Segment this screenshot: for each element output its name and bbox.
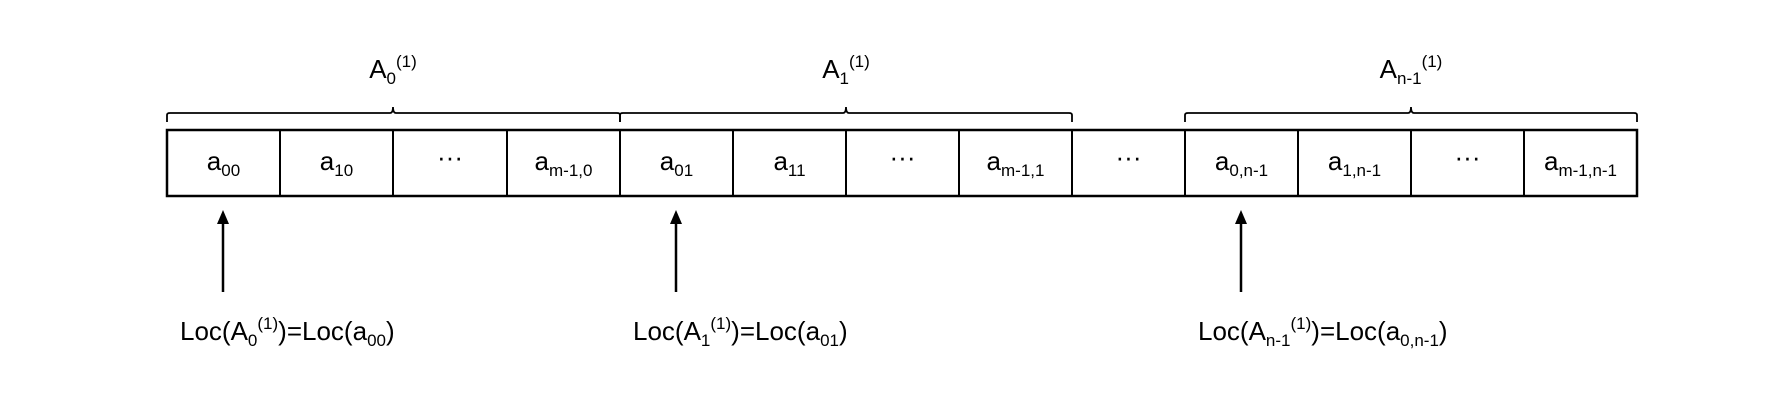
- cell-sub: 0,n-1: [1229, 161, 1269, 180]
- loc-label-0: Loc(A0(1))=Loc(a00): [180, 314, 395, 351]
- cell-base: a: [1327, 146, 1343, 176]
- group-label-sub: 1: [839, 69, 850, 88]
- cell-sub: m-1,1: [1001, 161, 1045, 180]
- cell-base: ···: [1115, 142, 1142, 172]
- brace-group-n-1: [1184, 106, 1638, 122]
- cell-11: ···: [1411, 142, 1524, 173]
- cell-base: a: [1214, 146, 1230, 176]
- group-label-1: A1(1): [796, 52, 896, 89]
- cell-sub: 00: [221, 161, 241, 180]
- loc-a-sup: (1): [710, 314, 732, 333]
- loc-label-1: Loc(A1(1))=Loc(a01): [633, 314, 848, 351]
- loc-a-sub: n-1: [1265, 331, 1291, 350]
- group-label-0: A0(1): [343, 52, 443, 89]
- cell-sub: 1,n-1: [1342, 161, 1382, 180]
- cell-base: ···: [889, 142, 916, 172]
- loc-label-n-1: Loc(An-1(1))=Loc(a0,n-1): [1198, 314, 1448, 351]
- group-label-n-1: An-1(1): [1351, 52, 1471, 89]
- brace-group-0: [166, 106, 621, 122]
- loc-suffix: ): [838, 316, 848, 346]
- cell-base: a: [773, 146, 788, 176]
- brace-group-1: [619, 106, 1073, 122]
- cell-dividers: [279, 130, 1525, 196]
- group-label-sup: (1): [849, 52, 870, 71]
- cell-base: a: [319, 146, 335, 176]
- cell-base: a: [659, 146, 675, 176]
- group-label-sub: n-1: [1396, 69, 1422, 88]
- cell-sub: 01: [674, 161, 694, 180]
- group-label-base: A: [822, 54, 840, 84]
- group-label-sup: (1): [396, 52, 417, 71]
- loc-b-sub: 00: [367, 331, 386, 350]
- loc-mid: )=Loc(a: [731, 316, 821, 346]
- cell-7: am-1,1: [959, 146, 1072, 181]
- group-label-base: A: [1379, 54, 1397, 84]
- arrow-1: [670, 210, 682, 292]
- cell-sub: m-1,n-1: [1558, 161, 1618, 180]
- cell-base: a: [986, 146, 1001, 176]
- cell-base: ···: [1454, 142, 1481, 172]
- loc-a-sub: 0: [247, 331, 258, 350]
- loc-mid: )=Loc(a: [1311, 316, 1401, 346]
- arrow-n-1: [1235, 210, 1247, 292]
- cell-0: a00: [167, 146, 280, 181]
- cell-base: a: [534, 146, 549, 176]
- cell-10: a1,n-1: [1298, 146, 1411, 181]
- loc-a-sup: (1): [1290, 314, 1312, 333]
- loc-mid: )=Loc(a: [278, 316, 368, 346]
- cell-4: a01: [620, 146, 733, 181]
- cell-6: ···: [846, 142, 959, 173]
- cell-base: a: [206, 146, 222, 176]
- cell-sub: 11: [787, 161, 806, 180]
- loc-suffix: ): [385, 316, 395, 346]
- loc-prefix: Loc(A: [633, 316, 701, 346]
- cell-12: am-1,n-1: [1524, 146, 1637, 181]
- cell-base: ···: [437, 142, 463, 172]
- cell-2: ···: [393, 142, 507, 173]
- loc-b-sub: 0,n-1: [1400, 331, 1439, 350]
- group-label-base: A: [369, 54, 387, 84]
- cell-sub: 10: [334, 161, 354, 180]
- arrow-0: [217, 210, 229, 292]
- cell-9: a0,n-1: [1185, 146, 1298, 181]
- loc-suffix: ): [1438, 316, 1448, 346]
- cell-base: a: [1543, 146, 1559, 176]
- loc-a-sub: 1: [700, 331, 711, 350]
- group-label-sup: (1): [1421, 52, 1443, 71]
- group-label-sub: 0: [386, 69, 397, 88]
- loc-a-sup: (1): [257, 314, 279, 333]
- loc-prefix: Loc(A: [1198, 316, 1266, 346]
- loc-b-sub: 01: [820, 331, 839, 350]
- memory-strip: [165, 128, 1639, 198]
- loc-prefix: Loc(A: [180, 316, 248, 346]
- cell-sub: m-1,0: [549, 161, 593, 180]
- cell-3: am-1,0: [507, 146, 620, 181]
- cell-5: a11: [733, 146, 846, 181]
- cell-8: ···: [1072, 142, 1185, 173]
- cell-1: a10: [280, 146, 393, 181]
